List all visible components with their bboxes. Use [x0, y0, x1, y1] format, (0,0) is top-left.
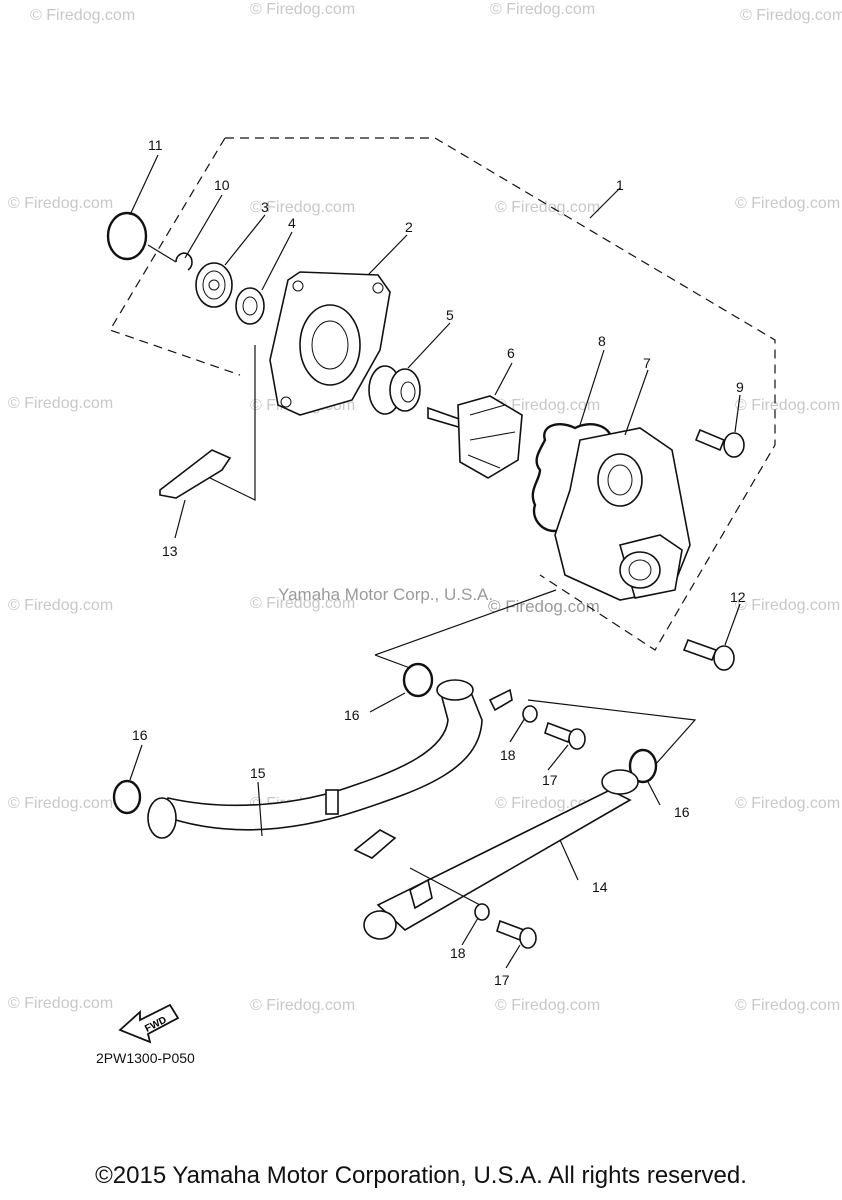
watermark: © Firedog.com — [8, 597, 113, 614]
watermark: © Firedog.com — [735, 997, 840, 1014]
callout-2: 2 — [405, 219, 413, 235]
watermark: © Firedog.com — [250, 595, 355, 612]
watermark: © Firedog.com — [735, 597, 840, 614]
pump-housing-2 — [269, 271, 391, 416]
bearing-3 — [195, 262, 233, 308]
callout-17: 17 — [542, 772, 558, 788]
watermark: © Firedog.com — [735, 195, 840, 212]
watermark: © Firedog.com — [495, 997, 600, 1014]
callout-5: 5 — [446, 307, 454, 323]
callout-16: 16 — [132, 727, 148, 743]
callout-3: 3 — [261, 199, 269, 215]
callout-16: 16 — [674, 804, 690, 820]
pump-cover-7 — [554, 427, 691, 601]
oil-seal-4 — [235, 287, 265, 325]
callout-labels: 11 10 3 4 2 1 5 6 8 7 9 12 13 16 16 16 1… — [132, 137, 746, 988]
center-watermark: © Firedog.com — [488, 597, 600, 616]
callout-13: 13 — [162, 543, 178, 559]
callout-10: 10 — [214, 177, 230, 193]
watermark: © Firedog.com — [490, 1, 595, 18]
callout-8: 8 — [598, 333, 606, 349]
callout-12: 12 — [730, 589, 746, 605]
callout-14: 14 — [592, 879, 608, 895]
copyright-notice: ©2015 Yamaha Motor Corporation, U.S.A. A… — [95, 1162, 747, 1189]
watermark: © Firedog.com — [495, 199, 600, 216]
watermark-grid: © Firedog.com © Firedog.com © Firedog.co… — [8, 1, 842, 1014]
bolt-17 — [496, 919, 537, 949]
callout-6: 6 — [507, 345, 515, 361]
watermark: © Firedog.com — [250, 199, 355, 216]
callout-18: 18 — [450, 945, 466, 961]
callout-7: 7 — [643, 355, 651, 371]
watermark: © Firedog.com — [250, 997, 355, 1014]
callout-16: 16 — [344, 707, 360, 723]
fwd-arrow-icon: FWD — [118, 1003, 180, 1044]
watermark: © Firedog.com — [30, 7, 135, 24]
bolt-12 — [682, 638, 735, 671]
watermark: © Firedog.com — [8, 995, 113, 1012]
o-ring-11 — [106, 211, 148, 261]
bolt-9 — [694, 428, 745, 458]
o-ring-16 — [402, 662, 434, 698]
bolt-17 — [544, 721, 586, 750]
callout-11: 11 — [148, 137, 163, 153]
impeller-6 — [427, 395, 523, 479]
o-ring-16 — [112, 779, 142, 815]
watermark: © Firedog.com — [250, 1, 355, 18]
watermark: © Firedog.com — [8, 395, 113, 412]
o-ring-16 — [628, 748, 658, 784]
circlip-10 — [175, 252, 193, 271]
assembly-outline — [109, 137, 776, 651]
callout-9: 9 — [736, 379, 744, 395]
watermark: © Firedog.com — [735, 397, 840, 414]
center-watermark: Yamaha Motor Corp., U.S.A. — [278, 585, 493, 604]
leader-lines — [129, 154, 741, 969]
callout-18: 18 — [500, 747, 516, 763]
callout-17: 17 — [494, 972, 510, 988]
guide-13 — [159, 449, 232, 499]
callout-4: 4 — [288, 215, 296, 231]
watermark: © Firedog.com — [8, 795, 113, 812]
watermark: © Firedog.com — [8, 195, 113, 212]
washer-18 — [522, 705, 538, 723]
washer-18 — [474, 903, 490, 921]
pipe-15 — [147, 679, 513, 839]
diagram-code: 2PW1300-P050 — [96, 1050, 195, 1066]
pipe-14 — [353, 769, 639, 940]
callout-15: 15 — [250, 765, 266, 781]
watermark: © Firedog.com — [495, 397, 600, 414]
watermark: © Firedog.com — [735, 795, 840, 812]
watermark: © Firedog.com — [740, 7, 842, 24]
mechanical-seal-5 — [368, 365, 421, 415]
callout-1: 1 — [616, 177, 624, 193]
gasket-8 — [531, 423, 614, 533]
